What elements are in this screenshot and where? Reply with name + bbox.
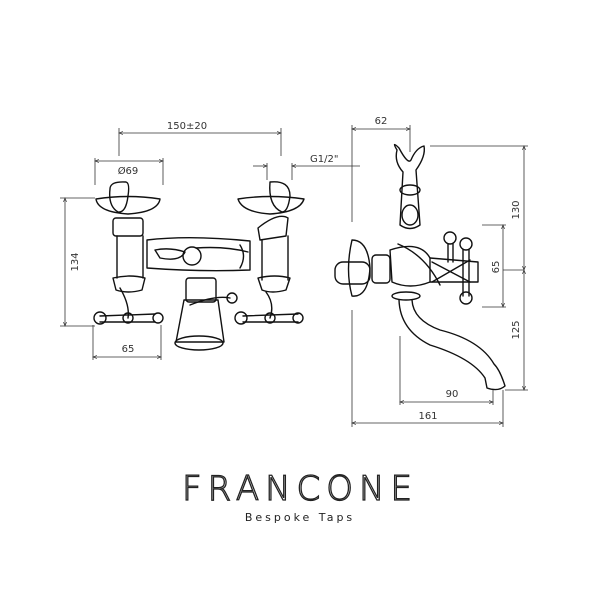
dim-thread-label: G1/2"	[310, 154, 338, 165]
dim-height-label: 134	[70, 252, 81, 271]
dim-handle-label: 65	[122, 344, 135, 355]
front-view: 150±20 Ø69 G1/2" 134 65	[60, 121, 360, 360]
dim-depth-label: 62	[375, 116, 388, 127]
dim-spout-label: 90	[446, 389, 459, 400]
brand-tagline: Bespoke Taps	[245, 511, 355, 524]
front-faucet-outline	[93, 181, 305, 351]
front-dimensions: 150±20 Ø69 G1/2" 134 65	[60, 121, 360, 360]
dim-diameter-label: Ø69	[118, 165, 139, 177]
dim-lower-label: 125	[511, 320, 522, 339]
brand-name: FRANCONE	[182, 469, 418, 509]
dim-handle-height-label: 65	[491, 261, 502, 274]
brand-logo: FRANCONE Bespoke Taps	[181, 468, 418, 524]
dim-spacing-label: 150±20	[167, 121, 207, 132]
side-dimensions: 62 130 125 65 90 161	[352, 116, 528, 427]
side-view: 62 130 125 65 90 161	[334, 116, 528, 427]
dim-total-label: 161	[418, 411, 437, 422]
dim-upper-label: 130	[511, 200, 522, 219]
side-faucet-outline	[334, 143, 506, 391]
